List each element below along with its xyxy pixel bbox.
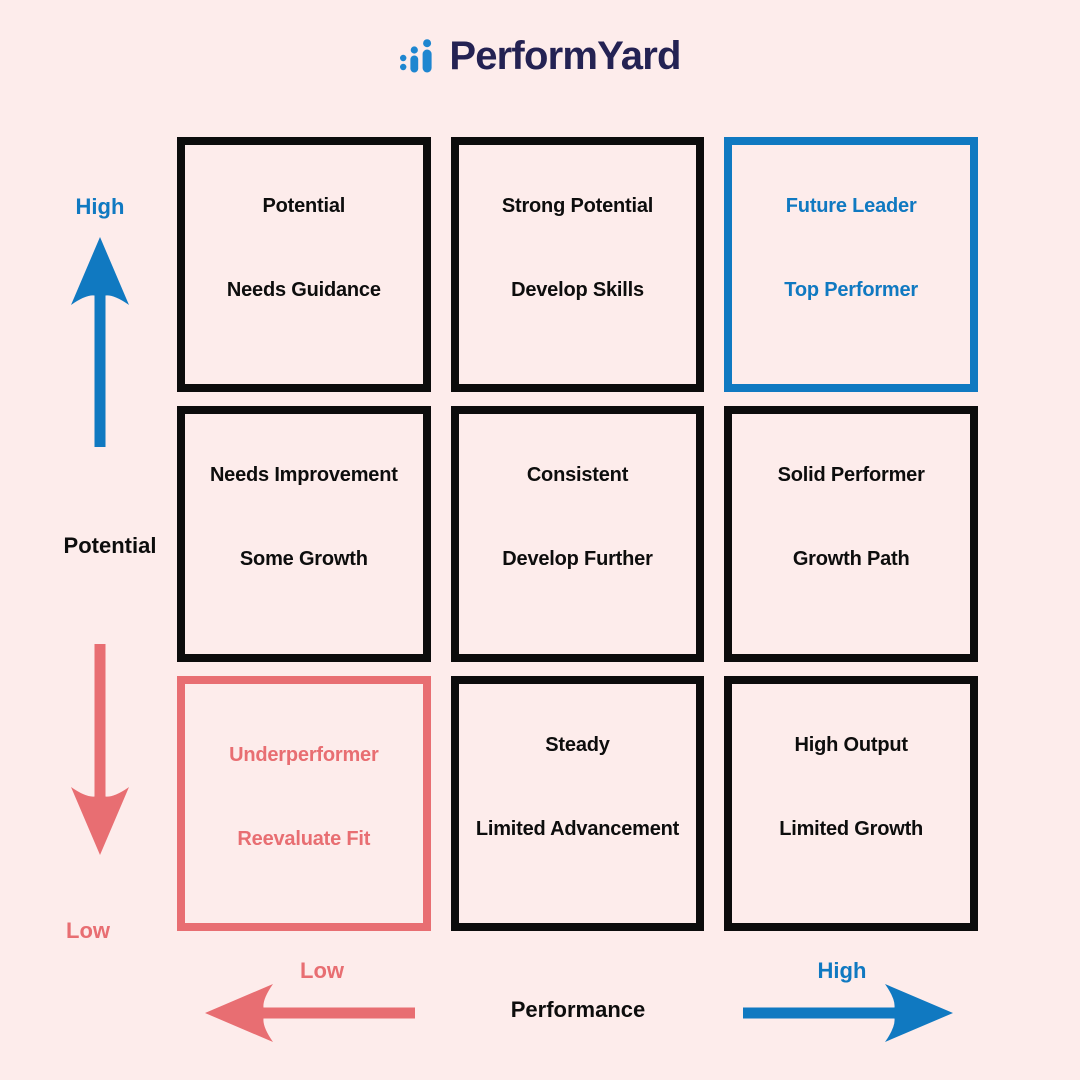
cell-title: Steady	[545, 733, 610, 756]
cell-title: High Output	[794, 733, 909, 756]
cell-subtitle: Limited Advancement	[475, 817, 680, 840]
logo: PerformYard	[0, 36, 1080, 76]
performyard-bars-icon	[400, 39, 432, 73]
grid-cell-bottom-center: Steady Limited Advancement	[450, 675, 705, 931]
grid-cell-bottom-left: Underperformer Reevaluate Fit	[177, 675, 431, 931]
cell-title: Strong Potential	[501, 195, 654, 217]
cell-title: Potential	[262, 195, 346, 217]
grid-cell-top-center: Strong Potential Develop Skills	[450, 137, 705, 393]
logo-wordmark: PerformYard	[449, 34, 681, 78]
y-axis-up-arrow	[71, 237, 129, 447]
x-axis-low-label: Low	[300, 958, 344, 983]
y-axis-low-label: Low	[66, 918, 110, 943]
grid-cell-middle-left: Needs Improvement Some Growth	[177, 406, 431, 662]
cell-subtitle: Some Growth	[239, 548, 368, 571]
x-axis-high-label: High	[817, 958, 867, 983]
grid-cell-top-right: Future Leader Top Performer	[724, 137, 978, 393]
y-axis-down-arrow	[71, 644, 129, 855]
cell-subtitle: Top Performer	[784, 279, 919, 301]
x-axis-right-arrow	[743, 984, 953, 1042]
cell-title: Consistent	[526, 464, 629, 487]
grid-cell-top-left: Potential Needs Guidance	[177, 137, 431, 393]
cell-title: Future Leader	[785, 195, 917, 217]
y-axis-title: Potential	[63, 533, 157, 558]
x-axis-title: Performance	[510, 997, 646, 1022]
grid-cell-middle-right: Solid Performer Growth Path	[724, 406, 978, 662]
cell-title: Solid Performer	[777, 464, 925, 487]
cell-subtitle: Needs Guidance	[226, 279, 381, 301]
cell-subtitle: Reevaluate Fit	[237, 827, 371, 850]
y-axis-high-label: High	[75, 194, 125, 219]
cell-title: Underperformer	[229, 743, 379, 766]
grid-cell-middle-center: Consistent Develop Further	[450, 406, 705, 662]
x-axis-left-arrow	[205, 984, 415, 1042]
cell-subtitle: Develop Skills	[511, 279, 644, 301]
cell-title: Needs Improvement	[209, 464, 398, 487]
cell-subtitle: Limited Growth	[779, 817, 924, 840]
grid-cell-bottom-right: High Output Limited Growth	[724, 675, 978, 931]
cell-subtitle: Growth Path	[792, 548, 910, 571]
cell-subtitle: Develop Further	[502, 548, 653, 571]
nine-box-grid: Potential Needs Guidance Strong Potentia…	[177, 137, 978, 931]
